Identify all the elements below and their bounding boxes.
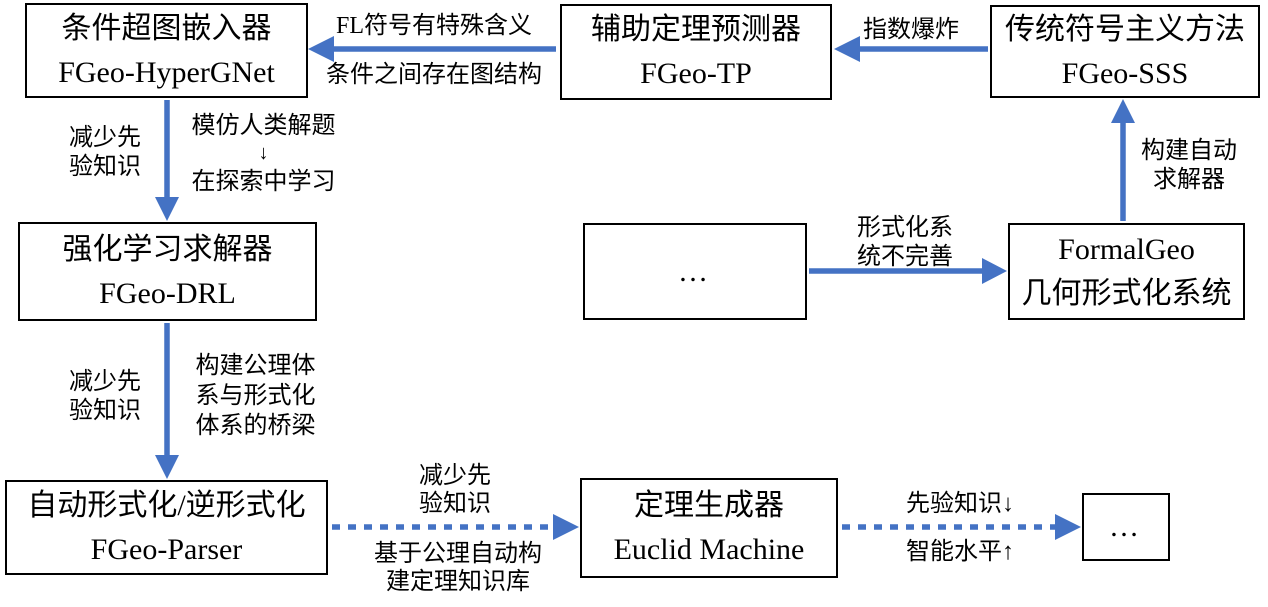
box-fgeo-parser: 自动形式化/逆形式化 FGeo-Parser	[5, 480, 328, 575]
arrow-dots-to-formalgeo	[809, 258, 1007, 284]
box-fgeo-tp-subtitle: FGeo-TP	[640, 57, 752, 90]
box-euclid-machine-title: 定理生成器	[634, 489, 784, 522]
box-fgeo-sss-title: 传统符号主义方法	[1005, 12, 1245, 46]
label-bridge-3: 体系的桥梁	[195, 413, 316, 439]
label-reduce-prior-2a: 减少先	[69, 369, 141, 395]
arrow-formalgeo-to-sss	[1111, 99, 1135, 221]
arrow-hypergnet-to-drl	[155, 100, 179, 221]
arrow-parser-to-euclid-dashed	[332, 514, 579, 540]
box-fgeo-drl: 强化学习求解器 FGeo-DRL	[18, 222, 317, 321]
box-ellipsis-middle: …	[583, 223, 807, 320]
label-reduce-prior-1a: 减少先	[69, 125, 141, 151]
label-imitate-down-arrow-icon: ↓	[258, 142, 269, 164]
box-ellipsis-end: …	[1082, 493, 1170, 561]
label-reduce-prior-3a: 减少先	[419, 463, 491, 489]
box-fgeo-parser-title: 自动形式化/逆形式化	[27, 488, 306, 522]
box-formalgeo-title: FormalGeo	[1058, 232, 1195, 266]
box-fgeo-drl-subtitle: FGeo-DRL	[99, 276, 236, 310]
arrow-tp-to-hypergnet	[308, 36, 556, 62]
label-bridge-1: 构建公理体	[195, 353, 316, 379]
label-reduce-prior-3b: 验知识	[419, 491, 491, 517]
box-formalgeo-subtitle: 几何形式化系统	[1021, 276, 1232, 310]
label-graph-structure: 条件之间存在图结构	[326, 62, 542, 88]
label-reduce-prior-1b: 验知识	[69, 154, 141, 180]
box-fgeo-tp-title: 辅助定理预测器	[591, 13, 801, 46]
arrow-drl-to-parser	[155, 323, 179, 479]
box-formalgeo: FormalGeo 几何形式化系统	[1008, 223, 1245, 320]
box-fgeo-hypergnet: 条件超图嵌入器 FGeo-HyperGNet	[25, 3, 308, 98]
box-ellipsis-end-text: …	[1109, 510, 1143, 543]
label-formal-incomplete-2: 统不完善	[857, 244, 953, 270]
label-fl-semantics: FL符号有特殊含义	[335, 13, 532, 39]
arrow-euclid-to-dots-dashed	[842, 514, 1081, 540]
label-exponential-explosion: 指数爆炸	[863, 17, 959, 43]
label-build-solver-2: 求解器	[1153, 167, 1225, 193]
label-imitate-human: 模仿人类解题	[191, 113, 336, 139]
box-euclid-machine-subtitle: Euclid Machine	[613, 533, 805, 566]
box-fgeo-tp: 辅助定理预测器 FGeo-TP	[560, 4, 832, 100]
box-fgeo-drl-title: 强化学习求解器	[62, 232, 273, 266]
label-axiom-kb-2: 建定理知识库	[386, 569, 530, 595]
label-prior-knowledge-down: 先验知识↓	[906, 491, 1014, 517]
box-euclid-machine: 定理生成器 Euclid Machine	[580, 478, 838, 578]
box-fgeo-parser-subtitle: FGeo-Parser	[90, 532, 243, 566]
box-fgeo-hypergnet-title: 条件超图嵌入器	[61, 11, 272, 45]
box-fgeo-sss: 传统符号主义方法 FGeo-SSS	[990, 5, 1260, 98]
label-build-solver-1: 构建自动	[1141, 138, 1237, 164]
box-fgeo-sss-subtitle: FGeo-SSS	[1061, 56, 1189, 90]
box-ellipsis-middle-text: …	[678, 254, 712, 288]
arrow-sss-to-tp	[834, 36, 988, 62]
label-bridge-2: 系与形式化	[195, 383, 316, 409]
label-intelligence-up: 智能水平↑	[906, 539, 1014, 565]
label-axiom-kb-1: 基于公理自动构	[374, 541, 542, 567]
label-reduce-prior-2b: 验知识	[69, 398, 141, 424]
label-learn-in-explore: 在探索中学习	[191, 169, 336, 195]
label-formal-incomplete-1: 形式化系	[857, 215, 953, 241]
box-fgeo-hypergnet-subtitle: FGeo-HyperGNet	[58, 55, 275, 89]
